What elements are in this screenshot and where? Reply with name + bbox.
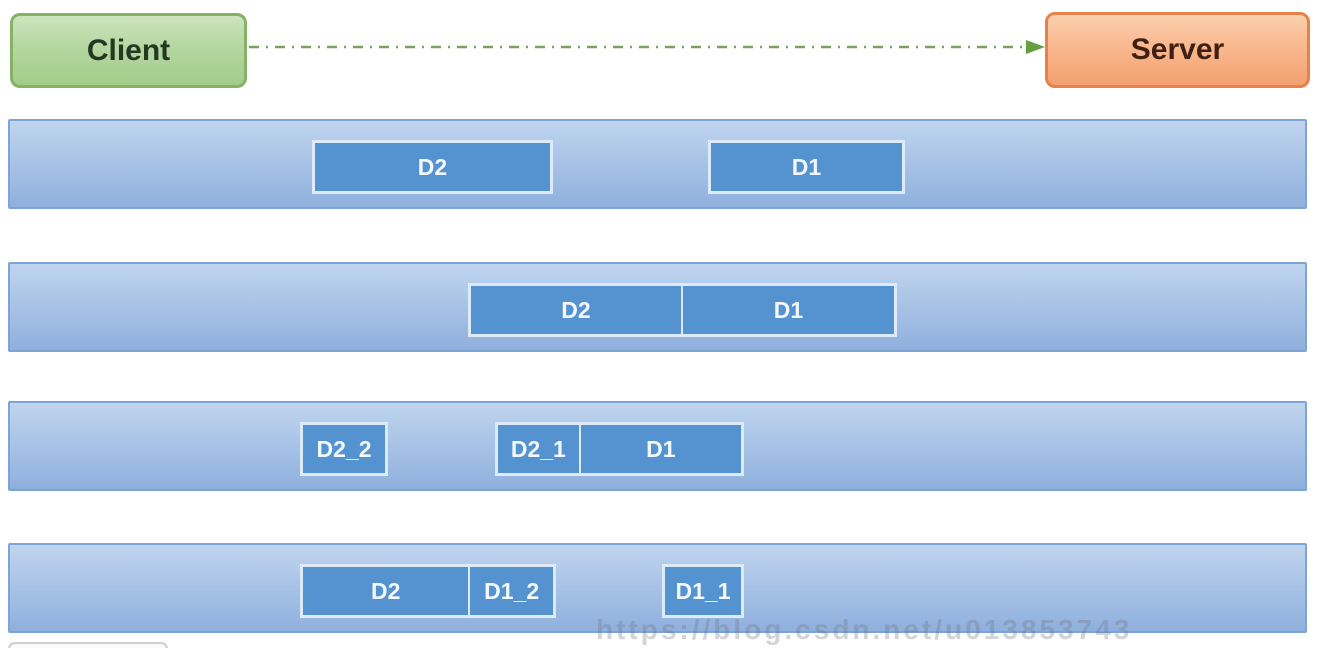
- server-label: Server: [1130, 33, 1225, 66]
- client-label: Client: [86, 33, 171, 67]
- packet-label: D2: [561, 296, 591, 323]
- stream-band-1: D2 D1: [8, 119, 1307, 209]
- client-node: Client: [10, 13, 247, 88]
- packet-d2: D2: [312, 140, 553, 194]
- packet-d2-2: D2_2: [300, 422, 388, 476]
- packet-d1-1: D1_1: [662, 564, 744, 618]
- packet-segment: D2: [303, 567, 468, 615]
- packet-d1: D1: [708, 140, 905, 194]
- packet-segment: D1: [578, 425, 741, 473]
- packet-segment: D2: [315, 143, 550, 191]
- packet-label: D1: [646, 435, 676, 462]
- packet-segment: D1: [681, 286, 894, 334]
- packet-segment: D1_1: [665, 567, 741, 615]
- packet-segment: D2_1: [498, 425, 579, 473]
- packet-label: D2: [417, 153, 448, 180]
- packet-segment: D2: [471, 286, 681, 334]
- packet-segment: D1_2: [468, 567, 553, 615]
- stream-band-4: D2 D1_2 D1_1: [8, 543, 1307, 633]
- server-node: Server: [1045, 12, 1310, 88]
- packet-d2-1-d1-merged: D2_1 D1: [495, 422, 744, 476]
- stream-band-2: D2 D1: [8, 262, 1307, 352]
- transmission-arrow-icon: [249, 40, 1045, 54]
- packet-label: D1: [773, 296, 804, 323]
- packet-label: D2: [370, 577, 401, 604]
- stream-band-3: D2_2 D2_1 D1: [8, 401, 1307, 491]
- packet-segment: D1: [711, 143, 902, 191]
- packet-label: D1: [791, 153, 822, 180]
- packet-d2-d1-merged: D2 D1: [468, 283, 897, 337]
- packet-label: D2_1: [510, 435, 566, 462]
- packet-label: D2_2: [316, 435, 372, 462]
- packet-d2-d1-2-merged: D2 D1_2: [300, 564, 556, 618]
- cutoff-shape: [8, 642, 168, 648]
- packet-segment: D2_2: [303, 425, 385, 473]
- packet-label: D1_2: [484, 577, 540, 604]
- csdn-watermark: https://blog.csdn.net/u013853743: [596, 614, 1133, 645]
- packet-label: D1_1: [675, 577, 731, 604]
